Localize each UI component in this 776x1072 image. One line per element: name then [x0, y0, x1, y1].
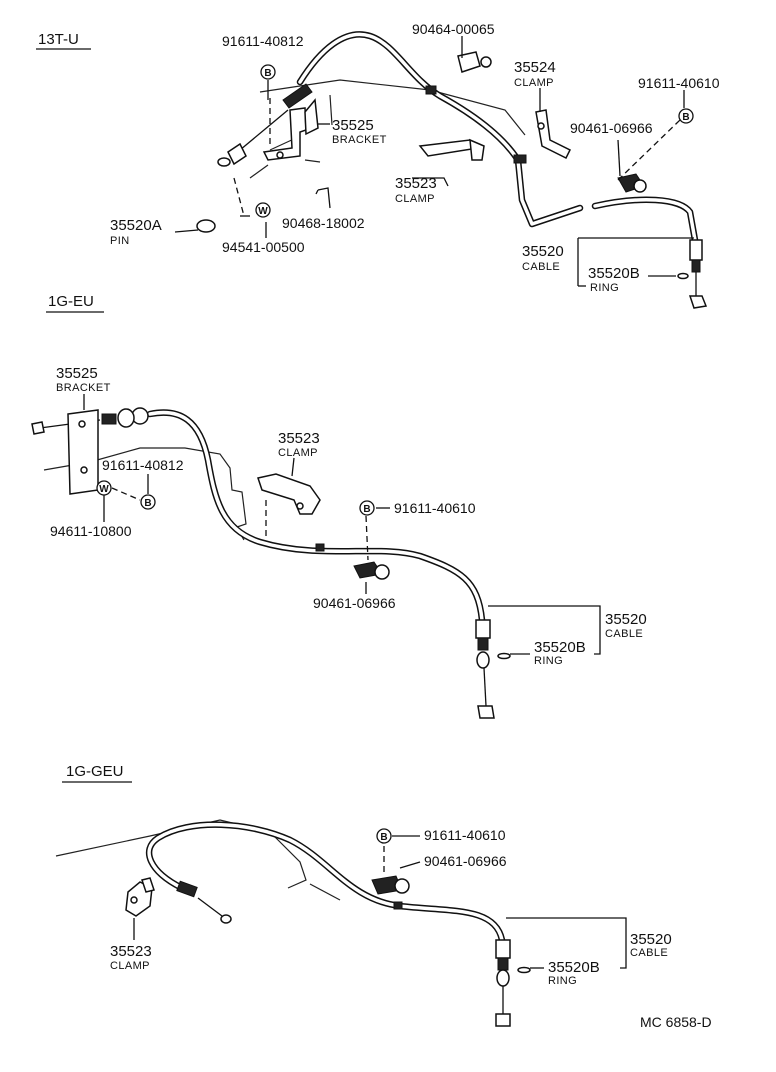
- diagram-code: MC 6858-D: [640, 1014, 712, 1030]
- label-cable-13t: CABLE: [522, 261, 560, 273]
- label-91611-40610-13t: 91611-40610: [638, 75, 720, 91]
- label-35520b-1ggeu: 35520B: [548, 959, 600, 976]
- svg-text:B: B: [144, 498, 151, 509]
- label-35520a: 35520A: [110, 217, 162, 234]
- label-35520-1g: 35520: [605, 611, 647, 628]
- cable-13t-u: [217, 31, 708, 309]
- label-clamp-1g: CLAMP: [278, 447, 318, 459]
- clamp-35523-1g: [257, 473, 321, 515]
- section-1g-geu: 1G-GEU: [55, 763, 672, 1027]
- clip-90461-13t: [617, 173, 647, 193]
- label-clamp-35524: CLAMP: [514, 77, 554, 89]
- label-pin: PIN: [110, 235, 130, 247]
- clip-90461-1g: [353, 561, 390, 580]
- label-94541-00500: 94541-00500: [222, 239, 305, 255]
- label-90461-06966-1ggeu: 90461-06966: [424, 853, 507, 869]
- bolt-symbol-13t-a: B: [260, 64, 276, 80]
- label-90468-18002: 90468-18002: [282, 215, 365, 231]
- section-label-13t-u: 13T-U: [38, 31, 79, 48]
- svg-text:W: W: [258, 206, 268, 217]
- cable-1g-eu: [31, 407, 495, 719]
- section-label-1g-eu: 1G-EU: [48, 293, 94, 310]
- bolt-symbol-1g-b: B: [359, 500, 375, 516]
- label-91611-40610-1g: 91611-40610: [394, 500, 476, 516]
- svg-text:B: B: [380, 832, 387, 843]
- label-91611-40610-1ggeu: 91611-40610: [424, 827, 506, 843]
- bolt-symbol-1ggeu: B: [376, 828, 392, 844]
- label-35523-13t: 35523: [395, 175, 437, 192]
- pin-35520a: [174, 219, 216, 233]
- label-clamp-1ggeu: CLAMP: [110, 960, 150, 972]
- section-13t-u: 13T-U: [36, 21, 720, 309]
- cable-1g-geu: [145, 821, 511, 1027]
- label-35520-13t: 35520: [522, 243, 564, 260]
- label-clamp-35523-13t: CLAMP: [395, 193, 435, 205]
- bolt-symbol-13t-b: B: [678, 108, 694, 124]
- engine-outline-3: [55, 819, 341, 901]
- bolt-symbol-1g-a: B: [140, 494, 156, 510]
- section-1g-eu: 1G-EU: [31, 293, 647, 719]
- label-90464-00065: 90464-00065: [412, 21, 495, 37]
- label-35520-1ggeu: 35520: [630, 931, 672, 948]
- label-91611-40812-13t: 91611-40812: [222, 33, 304, 49]
- clip-90468-18002: [315, 187, 331, 209]
- label-35524: 35524: [514, 59, 556, 76]
- clamp-35523-1ggeu: [125, 877, 155, 917]
- label-35520b-13t: 35520B: [588, 265, 640, 282]
- label-91611-40812-1g: 91611-40812: [102, 457, 184, 473]
- svg-text:W: W: [99, 484, 109, 495]
- nut-90464-00065: [457, 51, 492, 73]
- bracket-35525-1g: [67, 409, 99, 495]
- label-cable-1g: CABLE: [605, 628, 643, 640]
- clip-90461-1ggeu: [371, 875, 410, 895]
- label-ring-1ggeu: RING: [548, 975, 577, 987]
- washer-symbol-13t: W: [255, 202, 271, 218]
- label-ring-1g: RING: [534, 655, 563, 667]
- label-35523-1g: 35523: [278, 430, 320, 447]
- label-bracket-13t: BRACKET: [332, 134, 387, 146]
- svg-text:B: B: [682, 112, 689, 123]
- section-label-1g-geu: 1G-GEU: [66, 763, 124, 780]
- label-35525-13t: 35525: [332, 117, 374, 134]
- bracket-35525-13t: [262, 98, 319, 161]
- label-35525-1g: 35525: [56, 365, 98, 382]
- svg-text:B: B: [264, 68, 271, 79]
- svg-text:B: B: [363, 504, 370, 515]
- label-90461-06966-1g: 90461-06966: [313, 595, 396, 611]
- label-35523-1ggeu: 35523: [110, 943, 152, 960]
- label-35520b-1g: 35520B: [534, 639, 586, 656]
- label-90461-06966-13t: 90461-06966: [570, 120, 653, 136]
- washer-symbol-1g: W: [96, 480, 112, 496]
- clamp-35524: [535, 109, 572, 160]
- label-ring-13t: RING: [590, 282, 619, 294]
- label-cable-1ggeu: CABLE: [630, 947, 668, 959]
- clamp-35523-13t: [418, 138, 485, 161]
- label-94611-10800: 94611-10800: [50, 523, 132, 539]
- label-bracket-1g: BRACKET: [56, 382, 111, 394]
